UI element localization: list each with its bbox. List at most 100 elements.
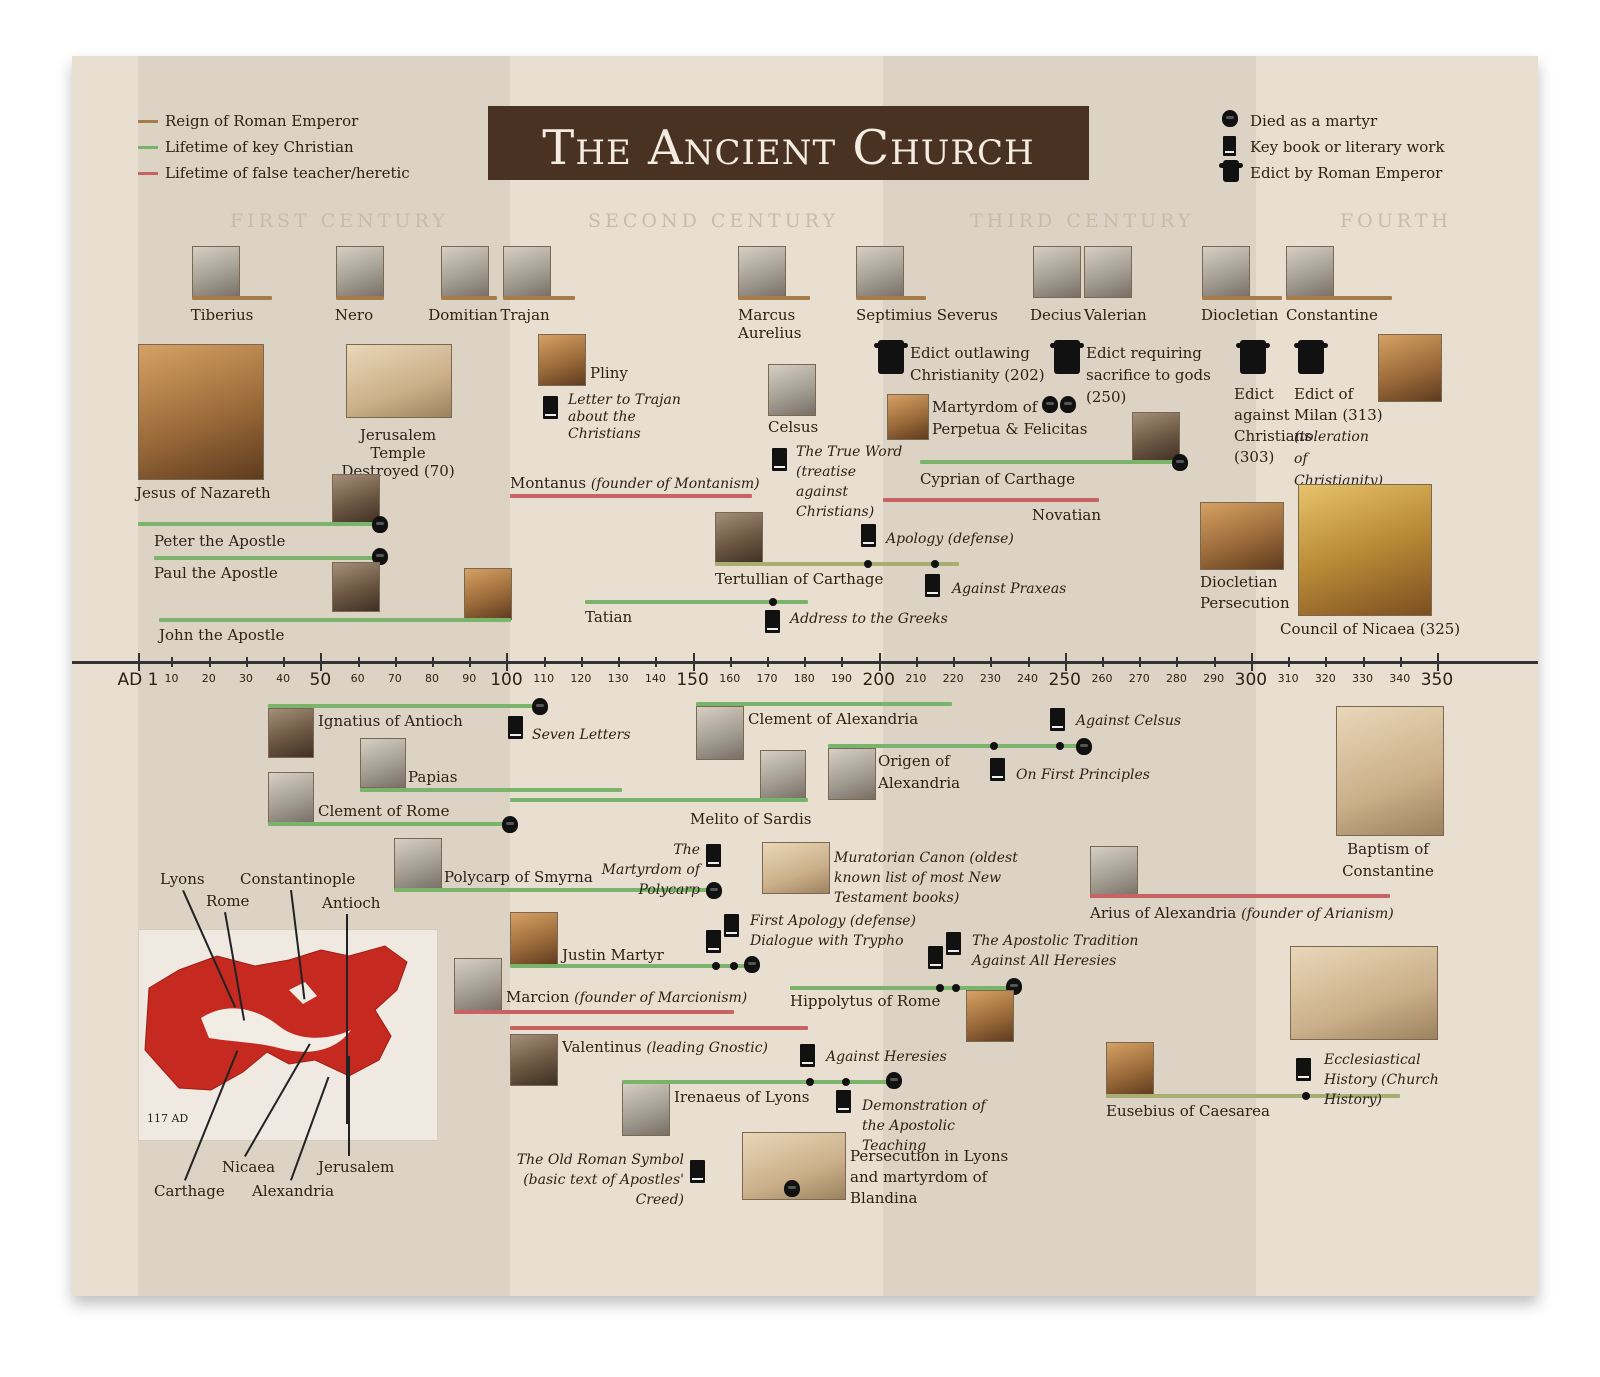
legend-label-edict: Edict by Roman Emperor [1250, 164, 1443, 182]
diocletian-portrait [1202, 246, 1250, 298]
demonstration-label: Demonstration of the Apostolic Teaching [862, 1098, 986, 1154]
origen-lifetime-bar [828, 744, 1082, 748]
dialogue-label: Dialogue with Trypho [750, 933, 904, 949]
eccl-history-label: Ecclesiastical History (Church History) [1324, 1052, 1439, 1108]
seven-letters-book-icon [508, 716, 523, 739]
legend-swatch-emperor [138, 120, 158, 123]
axis-tick [878, 653, 881, 671]
celsus-label: Celsus [768, 418, 819, 436]
trajan-portrait [503, 246, 551, 298]
tiberius-label: Tiberius [190, 306, 254, 324]
trajan-label: Trajan [500, 306, 550, 324]
first-principles-book-icon [990, 758, 1005, 781]
peter-lifetime-bar [138, 522, 378, 526]
edict-milan-note: (toleration of Christianity) [1294, 429, 1384, 489]
axis-minor-label: 120 [570, 672, 592, 685]
legend-label-martyr: Died as a martyr [1250, 112, 1378, 130]
axis-tick [1288, 657, 1291, 667]
axis-major-label: 350 [1420, 670, 1454, 690]
seven-letters-label: Seven Letters [532, 727, 631, 743]
pliny-letter-label: Letter to Trajan about the Christians [568, 392, 681, 442]
true-word-label: The True Word (treatise against Christia… [796, 444, 903, 520]
tatian-lifetime-bar [585, 600, 808, 604]
cyprian-portrait [1132, 412, 1180, 462]
jesus-icon-painting [138, 344, 264, 480]
edict-sacrifice-label: Edict requiring sacrifice to gods (250) [1086, 344, 1211, 406]
diocletian-persecution-image [1200, 502, 1284, 570]
diocletian-reign-bar [1202, 296, 1282, 300]
old-roman-book-icon [690, 1160, 705, 1183]
felicitas-martyr-icon [1060, 396, 1076, 413]
axis-minor-label: 210 [905, 672, 927, 685]
legend-label-book: Key book or literary work [1250, 138, 1445, 156]
axis-tick [580, 657, 583, 667]
domitian-portrait [441, 246, 489, 298]
irenaeus-lifetime-bar [622, 1080, 892, 1084]
polycarp-label: Polycarp of Smyrna [444, 868, 593, 886]
origen-portrait [828, 748, 876, 800]
valentinus-portrait [510, 1034, 558, 1086]
hippolytus-portrait [966, 990, 1014, 1042]
marcus-aurelius-reign-bar [738, 296, 810, 300]
paul-label: Paul the Apostle [154, 564, 278, 582]
justin-apology-marker [712, 962, 720, 970]
book-icon [1223, 136, 1236, 156]
tatian-address-marker [769, 598, 777, 606]
axis-tick [357, 657, 360, 667]
montanus-note: (founder of Montanism) [590, 476, 760, 492]
arius-label: Arius of Alexandria (founder of Arianism… [1090, 904, 1394, 923]
origen-celsus-marker [1056, 742, 1064, 750]
manuscript-image [1290, 946, 1438, 1040]
tertullian-lifetime-bar [715, 562, 959, 566]
axis-minor-label: 60 [350, 672, 365, 685]
axis-tick [1399, 657, 1402, 667]
pliny-label: Pliny [590, 364, 628, 382]
justin-dialogue-marker [730, 962, 738, 970]
first-apology-book-icon [706, 930, 721, 953]
hippolytus-heresies-marker [952, 984, 960, 992]
axis-minor-label: 220 [942, 672, 964, 685]
apostolic-tradition-book-icon [928, 946, 943, 969]
decius-portrait [1033, 246, 1081, 298]
axis-major-label: 300 [1234, 670, 1268, 690]
eusebius-portrait [1106, 1042, 1154, 1096]
century-label-second: SECOND CENTURY [588, 210, 839, 232]
origen-martyr-icon [1076, 738, 1092, 755]
axis-minor-label: 340 [1389, 672, 1411, 685]
polycarp-martyr-icon [706, 882, 722, 899]
marcion-name: Marcion [506, 988, 570, 1006]
domitian-label: Domitian [428, 306, 498, 324]
axis-minor-label: 230 [979, 672, 1001, 685]
hippolytus-tradition-marker [936, 984, 944, 992]
axis-major-label: 250 [1048, 670, 1081, 690]
clement-rome-portrait [268, 772, 314, 824]
arius-note: (founder of Arianism) [1241, 906, 1394, 922]
papias-lifetime-bar [360, 788, 622, 792]
axis-tick [990, 657, 993, 667]
axis-tick [432, 657, 435, 667]
axis-tick [171, 657, 174, 667]
century-label-first: FIRST CENTURY [230, 210, 449, 232]
irenaeus-heresies-marker [806, 1078, 814, 1086]
axis-minor-label: 10 [164, 672, 179, 685]
map-label-rome: Rome [206, 892, 250, 910]
tiberius-portrait [192, 246, 240, 298]
muratorian-manuscript [762, 842, 830, 894]
perpetua-label: Martyrdom of Perpetua & Felicitas [932, 398, 1088, 438]
paul-portrait [332, 562, 380, 612]
tertullian-apology-marker [864, 560, 872, 568]
against-praxeas-label: Against Praxeas [952, 581, 1067, 597]
map-label-carthage: Carthage [154, 1182, 225, 1200]
pliny-letter-book-icon [543, 396, 558, 419]
eusebius-lifetime-bar [1106, 1094, 1400, 1098]
map-label-antioch: Antioch [322, 894, 381, 912]
arius-name: Arius of Alexandria [1090, 904, 1237, 922]
axis-tick [1362, 657, 1365, 667]
muratorian-label: Muratorian Canon (oldest known list of m… [834, 850, 1018, 906]
axis-major-label: 50 [309, 670, 332, 690]
marcion-lifetime-bar [454, 1010, 734, 1014]
nicaea-label: Council of Nicaea (325) [1280, 620, 1461, 638]
tertullian-portrait [715, 512, 763, 564]
baptism-constantine-label: Baptism of Constantine [1342, 840, 1434, 880]
axis-minor-label: 320 [1314, 672, 1336, 685]
